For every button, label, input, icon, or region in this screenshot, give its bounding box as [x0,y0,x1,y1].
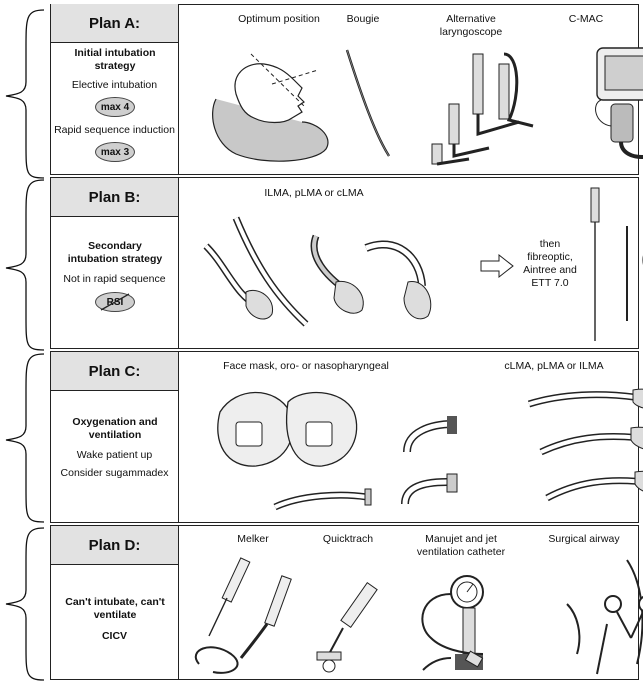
brace-plan-c [5,353,45,523]
label-manujet: Manujet and jet ventilation catheter [416,533,506,558]
plan-b-left-panel: Plan B: Secondary intubation strategy No… [51,178,179,348]
separator-b-c [50,348,639,352]
nasopharyngeal-airway-illustration [273,488,372,511]
plan-b-line1: Not in rapid sequence [63,273,166,285]
plan-a-left-panel: Plan A: Initial intubation strategy Elec… [51,4,179,175]
plan-a-line1: Elective intubation [71,79,158,91]
plan-d-left-panel: Plan D: Can't intubate, can't ventilate … [51,526,179,679]
label-melker: Melker [237,533,269,545]
plan-c-line1: Wake patient up [76,449,153,461]
plan-c-left-panel: Plan C: Oxygenation and ventilation Wake… [51,352,179,522]
cmac-illustration [595,47,643,159]
label-face-mask: Face mask, oro- or nasopharyngeal [223,360,389,372]
brace-plan-d [5,527,45,681]
label-surgical-airway: Surgical airway [548,533,620,545]
plan-d-line1: CICV [101,630,128,642]
no-rsi-strike-icon [100,293,130,311]
face-masks-illustration [217,391,358,467]
plan-d-title: Plan D: [51,526,178,565]
then-fibreoptic-text: then fibreoptic, Aintree and ETT 7.0 [523,238,577,289]
brace-plan-b [5,179,45,351]
label-ilma-plma-clma: ILMA, pLMA or cLMA [264,187,364,199]
plan-a-row: Plan A: Initial intubation strategy Elec… [50,4,643,175]
oropharyngeal-airways-illustration [401,416,458,505]
plan-a-badge-max3: max 3 [95,142,135,162]
label-bougie: Bougie [346,13,380,25]
bougie-illustration [345,49,391,157]
separator-c-d [50,522,639,526]
plan-a-line2: Rapid sequence induction [54,124,175,136]
plan-a-title: Plan A: [51,4,178,43]
plan-b-title: Plan B: [51,178,178,217]
plan-d-strategy: Can't intubate, can't ventilate [65,596,165,621]
plan-b-row: Plan B: Secondary intubation strategy No… [50,178,643,348]
plan-c-line2: Consider sugammadex [60,467,169,479]
label-optimum-position: Optimum position [238,13,320,25]
plan-b-strategy: Secondary intubation strategy [67,240,163,265]
plan-d-row: Plan D: Can't intubate, can't ventilate … [50,526,643,680]
surgical-airway-illustration [566,559,643,675]
fibreoptic-aintree-ett-illustration [590,187,643,341]
label-cmac: C-MAC [568,13,604,25]
plan-a-strategy: Initial intubation strategy [74,47,156,72]
melker-illustration [194,557,292,674]
brace-plan-a [5,9,45,179]
separator-a-b [50,174,639,178]
laryngeal-mask-airways-illustration [203,216,432,327]
manujet-illustration [421,575,484,671]
alternative-laryngoscope-illustration [431,52,534,166]
plan-c-title: Plan C: [51,352,178,391]
optimum-position-illustration [212,53,329,162]
quicktrach-illustration [316,582,378,673]
plan-a-badge-max4: max 4 [95,97,135,117]
laryngeal-masks-plan-c-illustration [527,388,643,502]
label-quicktrach: Quicktrach [322,533,374,545]
plan-c-strategy: Oxygenation and ventilation [72,416,158,441]
label-clma-plma-ilma: cLMA, pLMA or ILMA [504,360,604,372]
then-arrow-icon [480,253,514,279]
plan-c-row: Plan C: Oxygenation and ventilation Wake… [50,352,643,522]
label-alternative-laryngoscope: Alternative laryngoscope [439,13,503,38]
